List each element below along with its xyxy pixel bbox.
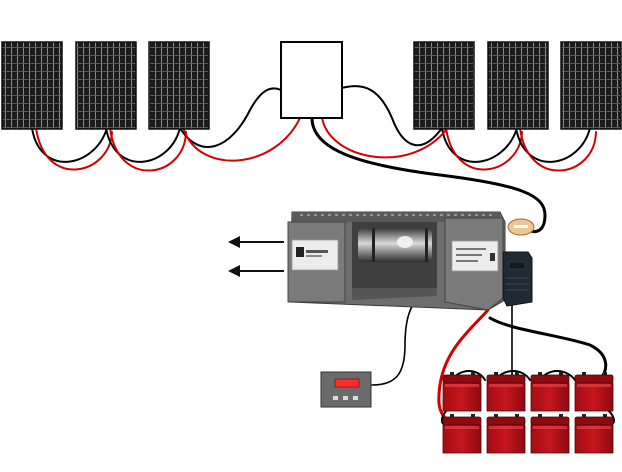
- solar-array-right: [413, 41, 622, 130]
- battery: [530, 372, 570, 412]
- wire-neg-left-home: [179, 87, 282, 148]
- fuse-icon: [507, 218, 535, 236]
- solar-panel: [560, 41, 622, 130]
- wire-inverter-to-remote: [371, 294, 421, 386]
- ac-output-module: [287, 221, 346, 303]
- battery: [442, 372, 482, 412]
- battery-terminal: [494, 372, 498, 376]
- combiner-box: [280, 41, 343, 119]
- solar-panel: [487, 41, 549, 130]
- battery-terminal: [515, 372, 519, 376]
- wire-neg-left-2: [105, 127, 181, 163]
- battery-terminal: [603, 414, 607, 418]
- wire-neg-left-1: [31, 127, 108, 163]
- charge-controller: [502, 251, 533, 307]
- battery: [486, 372, 526, 412]
- wire-combiner-to-breaker: [310, 116, 547, 233]
- brand-logo-icon: [296, 247, 304, 257]
- wire-pos-right-1: [445, 127, 523, 171]
- wire-neg-right-1: [441, 127, 518, 163]
- arrow-left-icon: [228, 236, 284, 248]
- battery-terminal: [559, 372, 563, 376]
- battery: [530, 414, 570, 454]
- remote-display-screen: [334, 378, 360, 388]
- transformer-drum: [352, 222, 437, 300]
- battery-terminal: [538, 372, 542, 376]
- battery-terminal: [450, 414, 454, 418]
- battery: [574, 414, 614, 454]
- battery-terminal: [559, 414, 563, 418]
- status-indicator-icon: [490, 253, 495, 261]
- wire-pos-left-home: [183, 117, 301, 162]
- battery-terminal: [603, 372, 607, 376]
- wire-pos-left-2: [109, 127, 187, 172]
- wire-neg-battery: [488, 316, 608, 382]
- wire-pos-left-1: [35, 127, 113, 171]
- solar-panel: [148, 41, 210, 130]
- solar-array-left: [1, 41, 210, 130]
- battery-terminal: [471, 372, 475, 376]
- battery: [442, 414, 482, 454]
- battery-bank: [442, 372, 614, 454]
- remote-display-panel: [320, 371, 372, 408]
- battery-terminal: [471, 414, 475, 418]
- solar-panel: [413, 41, 475, 130]
- battery: [574, 372, 614, 412]
- dc-input-module: [444, 217, 504, 311]
- battery-terminal: [450, 372, 454, 376]
- battery-terminal: [538, 414, 542, 418]
- solar-panel: [75, 41, 137, 130]
- solar-panel: [1, 41, 63, 130]
- wire-pos-right-home: [321, 117, 447, 159]
- wire-neg-right-2: [515, 127, 591, 163]
- battery-terminal: [582, 372, 586, 376]
- battery-terminal: [582, 414, 586, 418]
- battery: [486, 414, 526, 454]
- inverter-power-center: [287, 211, 506, 311]
- battery-terminal: [515, 414, 519, 418]
- wire-pos-right-2: [519, 127, 597, 172]
- wire-neg-right-home: [341, 85, 443, 147]
- wire-pos-battery: [437, 308, 490, 422]
- battery-terminal: [494, 414, 498, 418]
- arrow-left-icon: [228, 265, 284, 277]
- ac-output-arrows: [228, 236, 284, 277]
